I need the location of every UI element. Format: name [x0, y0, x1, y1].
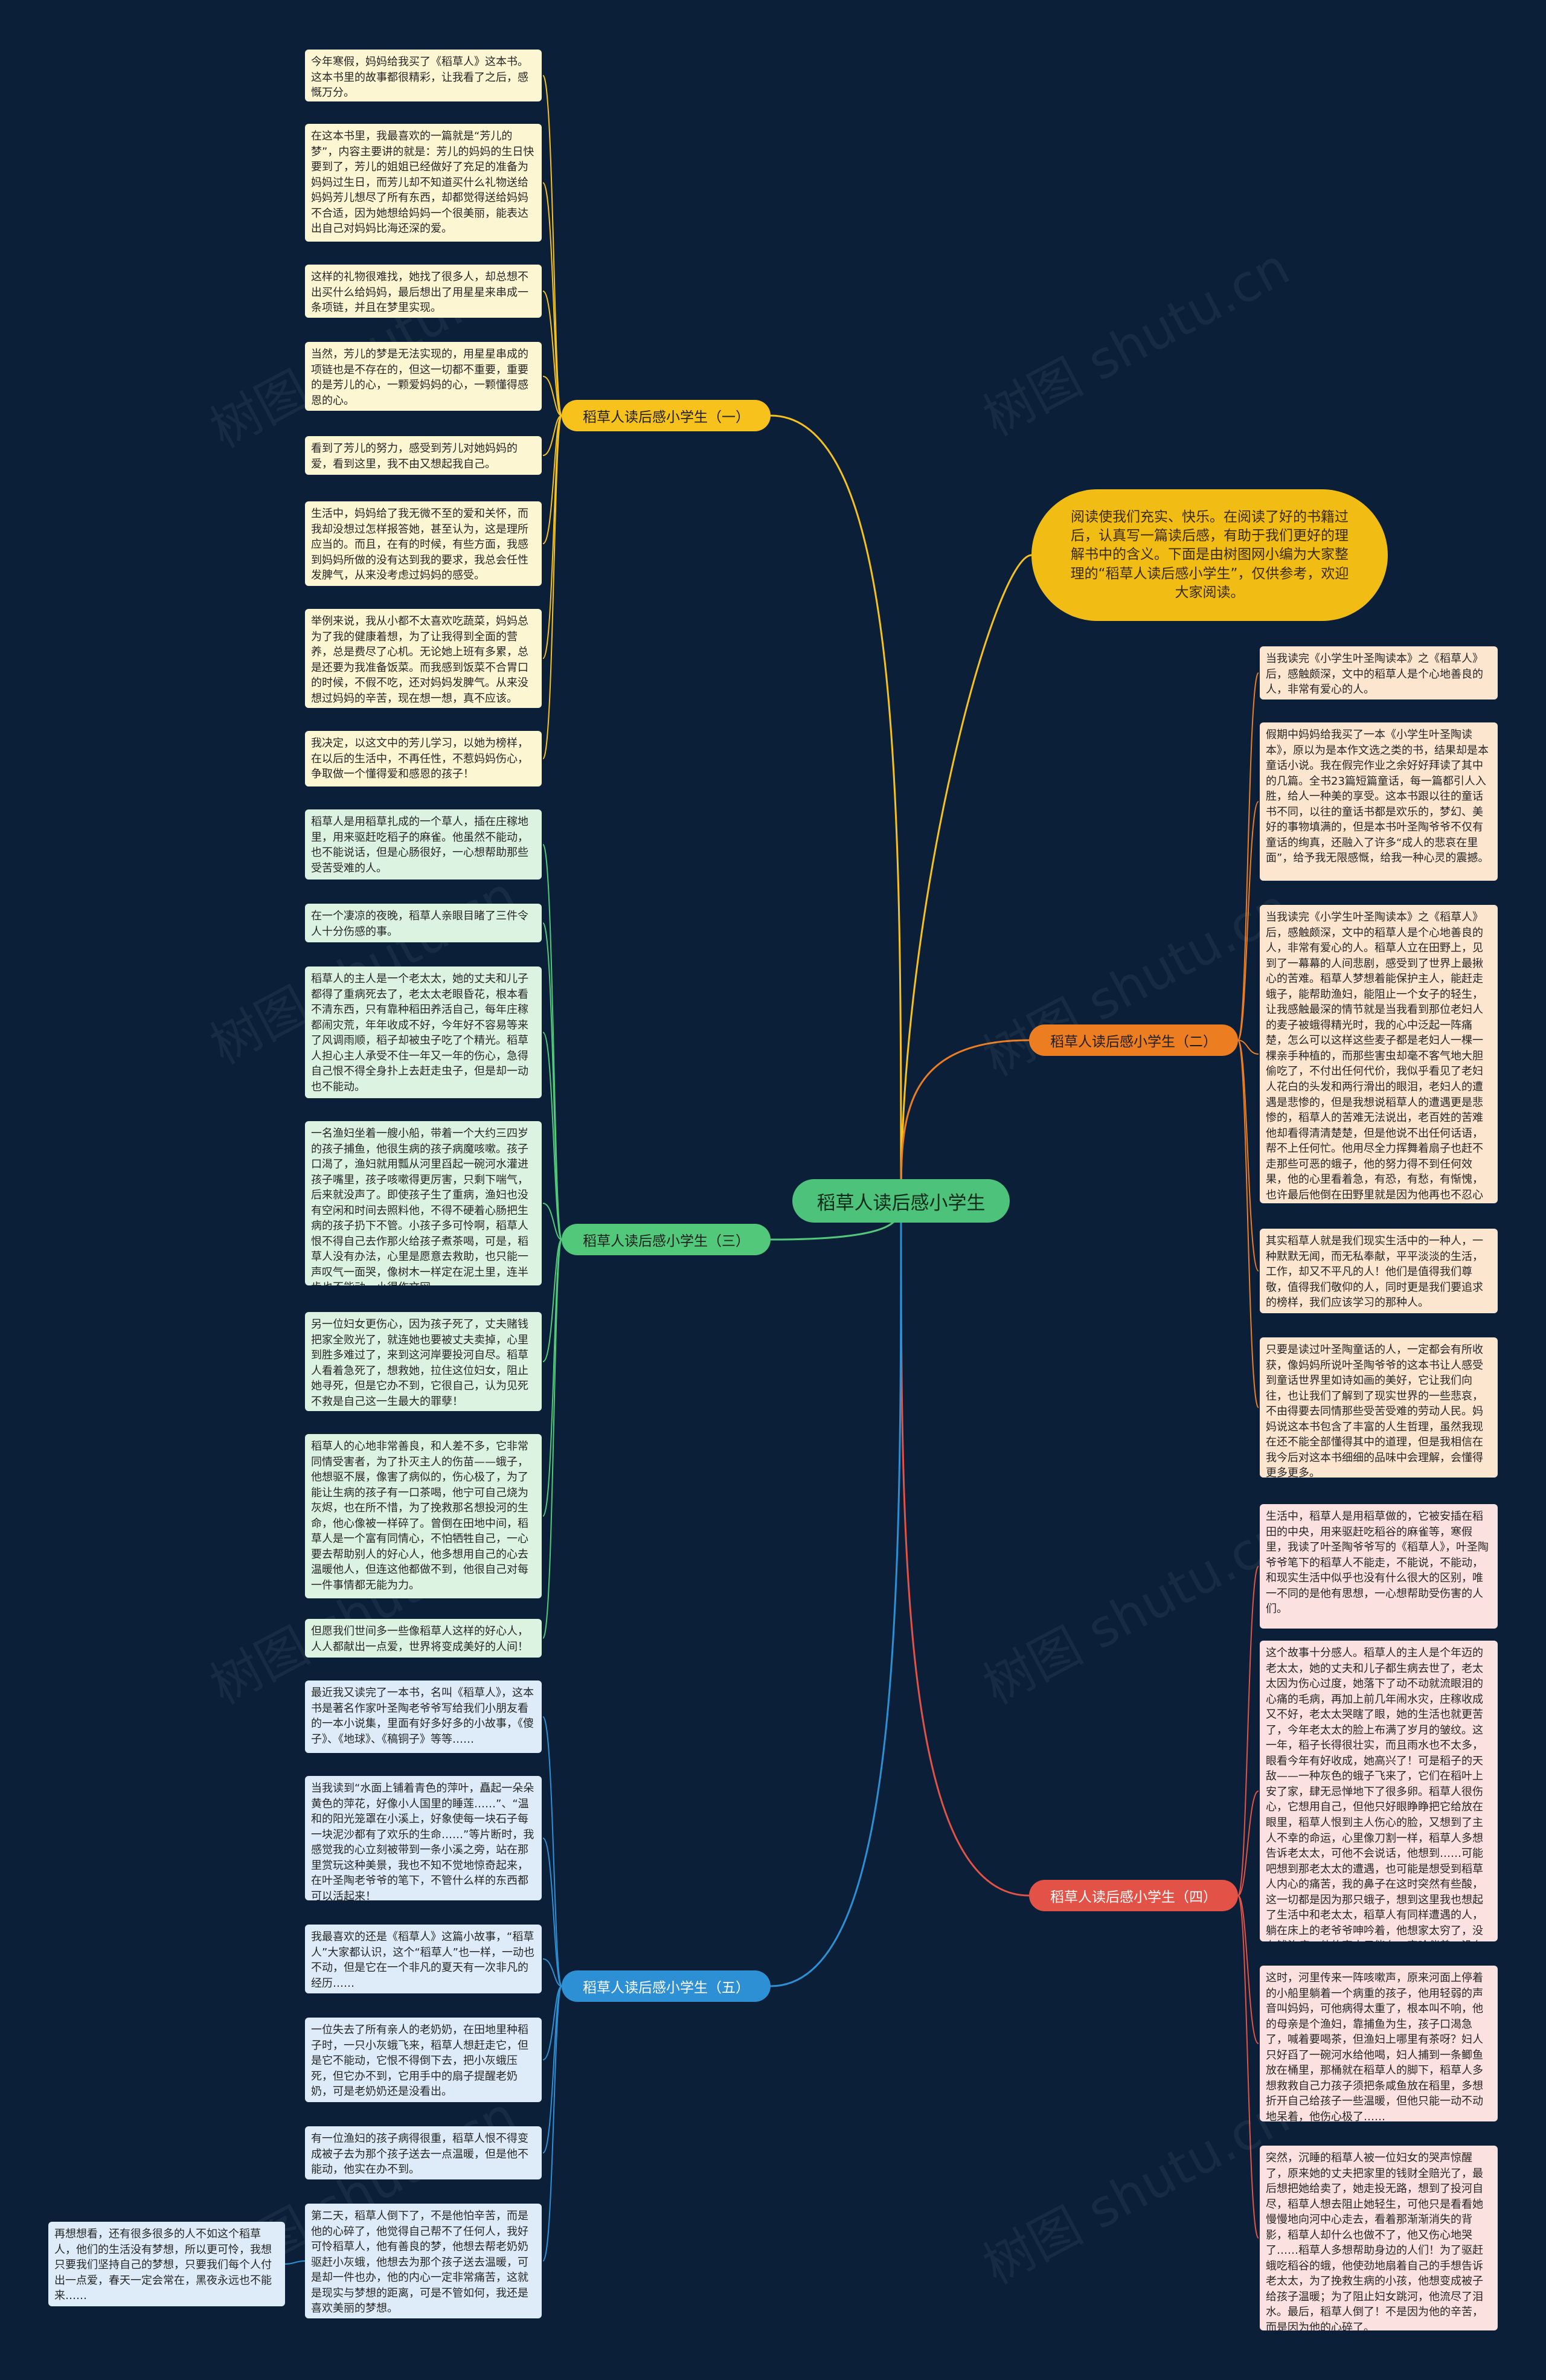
- branch-5-card-3[interactable]: 我最喜欢的还是《稻草人》这篇小故事，“稻草人”大家都认识，这个“稻草人”也一样，…: [305, 1925, 542, 1993]
- b4-card-line: [1237, 1566, 1259, 1896]
- b2-card-line: [1237, 801, 1259, 1041]
- branch-4-card-1[interactable]: 生活中，稻草人是用稻草做的，它被安插在稻田的中央，用来驱赶吃稻谷的麻雀等，寒假里…: [1260, 1504, 1498, 1629]
- branch-topic-5[interactable]: 稻草人读后感小学生（五）: [562, 1970, 771, 2002]
- b5-card-line: [542, 1716, 562, 1987]
- b5-card-line: [542, 1958, 562, 1987]
- branch-5-card-5[interactable]: 有一位渔妇的孩子病得很重，稻草人恨不得变成被子去为那个孩子送去一点温暖，但是他不…: [305, 2126, 542, 2179]
- branch-topic-4[interactable]: 稻草人读后感小学生（四）: [1029, 1880, 1238, 1911]
- branch-3-card-1[interactable]: 稻草人是用稻草扎成的一个草人，插在庄稼地里，用来驱赶吃稻子的麻雀。他虽然不能动，…: [305, 809, 542, 880]
- b5-card-line: [542, 1986, 562, 2153]
- b3-card-line: [542, 1203, 562, 1240]
- central-to-b2-line: [900, 1039, 1030, 1201]
- b3-card-line: [542, 1032, 562, 1240]
- branch-1-card-8[interactable]: 我决定，以这文中的芳儿学习，以她为榜样，在以后的生活中，不再任性，不惹妈妈伤心，…: [305, 731, 542, 786]
- b3-card-line: [542, 1239, 562, 1639]
- branch-2-card-3[interactable]: 当我读完《小学生叶圣陶读本》之《稻草人》后，感触颇深，文中的稻草人是个心地善良的…: [1260, 905, 1498, 1203]
- b1-card-line: [542, 415, 562, 544]
- branch-1-card-4[interactable]: 当然，芳儿的梦是无法实现的，用星星串成的项链也是不存在的，但这一切都不重要，重要…: [305, 342, 542, 411]
- branch-5-card-6[interactable]: 第二天，稻草人倒下了，不是他怕辛苦，而是他的心碎了，他觉得自己帮不了任何人，我好…: [305, 2204, 542, 2318]
- branch-4-card-2[interactable]: 这个故事十分感人。稻草人的主人是个年迈的老太太，她的丈夫和儿子都生病去世了，老太…: [1260, 1641, 1498, 1941]
- b2-card-line: [1237, 1040, 1259, 1055]
- branch-2-card-4[interactable]: 其实稻草人就是我们现实生活中的一种人，一种默默无闻，而无私奉献，平平淡淡的生活，…: [1260, 1229, 1498, 1313]
- branch-5-subcard[interactable]: 再想想看，还有很多很多的人不如这个稻草人，他们的生活没有梦想，所以更可怜，我想只…: [48, 2222, 285, 2306]
- branch-1-card-3[interactable]: 这样的礼物很难找，她找了很多人，却总想不出买什么给妈妈，最后想出了用星星来串成一…: [305, 265, 542, 318]
- b1-card-line: [542, 415, 562, 759]
- branch-3-card-2[interactable]: 在一个凄凉的夜晚，稻草人亲眼目睹了三件令人十分伤感的事。: [305, 904, 542, 942]
- b1-card-line: [542, 376, 562, 416]
- b3-card-line: [542, 1239, 562, 1362]
- b4-card-line: [1237, 1895, 1259, 2239]
- b1-card-line: [542, 75, 562, 416]
- branch-1-card-1[interactable]: 今年寒假，妈妈给我买了《稻草人》这本书。这本书里的故事都很精彩，让我看了之后，感…: [305, 50, 542, 101]
- branch-3-card-6[interactable]: 稻草人的心地非常善良，和人差不多，它非常同情受害者，为了扑灭主人的伤苗——蛾子，…: [305, 1434, 542, 1598]
- b3-card-line: [542, 922, 562, 1240]
- branch-2-card-1[interactable]: 当我读完《小学生叶圣陶读本》之《稻草人》后，感触颇深，文中的稻草人是个心地善良的…: [1260, 646, 1498, 700]
- branch-5-card-1[interactable]: 最近我又读完了一本书，名叫《稻草人》，这本书是著名作家叶圣陶老爷爷写给我们小朋友…: [305, 1680, 542, 1753]
- branch-4-card-4[interactable]: 突然，沉睡的稻草人被一位妇女的哭声惊醒了，原来她的丈夫把家里的钱财全赔光了，最后…: [1260, 2146, 1498, 2330]
- central-to-b4-line: [900, 1200, 1030, 1897]
- b2-card-line: [1237, 1040, 1259, 1408]
- branch-1-card-2[interactable]: 在这本书里，我最喜欢的一篇就是“芳儿的梦”，内容主要讲的就是：芳儿的妈妈的生日快…: [305, 124, 542, 242]
- b5-card-line: [542, 1986, 562, 2060]
- branch-topic-1[interactable]: 稻草人读后感小学生（一）: [562, 400, 771, 431]
- b1-card-line: [542, 182, 562, 416]
- b4-card-line: [1237, 1790, 1259, 1896]
- b5-card-line: [542, 1838, 562, 1987]
- central-topic[interactable]: 稻草人读后感小学生: [792, 1179, 1010, 1223]
- branch-1-card-6[interactable]: 生活中，妈妈给了我无微不至的爱和关怀，而我却没想过怎样报答她，甚至认为，这是理所…: [305, 501, 542, 586]
- branch-3-card-5[interactable]: 另一位妇女更伤心，因为孩子死了，丈夫赌钱把家全败光了，就连她也要被丈夫卖掉，心里…: [305, 1312, 542, 1411]
- branch-1-card-7[interactable]: 举例来说，我从小都不太喜欢吃蔬菜，妈妈总为了我的健康着想，为了让我得到全面的营养…: [305, 609, 542, 708]
- central-to-b5-line: [770, 1200, 902, 1987]
- b5-sub-line: [284, 2260, 306, 2265]
- central-to-intro-line: [900, 554, 1032, 1201]
- central-to-b1-line: [770, 414, 902, 1201]
- b5-card-line: [542, 1986, 562, 2262]
- branch-1-card-5[interactable]: 看到了芳儿的努力，感受到芳儿对她妈妈的爱，看到这里，我不由又想起我自己。: [305, 436, 542, 475]
- b2-card-line: [1237, 672, 1259, 1041]
- branch-2-card-2[interactable]: 假期中妈妈给我买了一本《小学生叶圣陶读本》，原以为是本作文选之类的书，结果却是本…: [1260, 722, 1498, 881]
- branch-3-card-3[interactable]: 稻草人的主人是一个老太太，她的丈夫和儿子都得了重病死去了，老太太老眼昏花，根本看…: [305, 966, 542, 1098]
- branch-3-card-4[interactable]: 一名渔妇坐着一艘小船，带着一个大约三四岁的孩子捕鱼，他很生病的孩子病魔咳嗽。孩子…: [305, 1121, 542, 1285]
- branch-topic-2[interactable]: 稻草人读后感小学生（二）: [1029, 1024, 1238, 1056]
- b1-card-line: [542, 291, 562, 416]
- branch-3-card-7[interactable]: 但愿我们世间多一些像稻草人这样的好心人，人人都献出一点爱，世界将变成美好的人间！: [305, 1619, 542, 1658]
- branch-5-card-4[interactable]: 一位失去了所有亲人的老奶奶，在田地里种稻子时，一只小灰蛾飞来，稻草人想赶走它，但…: [305, 2018, 542, 2102]
- b4-card-line: [1237, 1895, 1259, 2044]
- branch-2-card-5[interactable]: 只要是读过叶圣陶童话的人，一定都会有所收获，像妈妈所说叶圣陶爷爷的这本书让人感受…: [1260, 1337, 1498, 1478]
- branch-4-card-3[interactable]: 这时，河里传来一阵咳嗽声，原来河面上停着的小船里躺着一个病重的孩子，他用轻弱的声…: [1260, 1966, 1498, 2121]
- b1-card-line: [542, 415, 562, 456]
- branch-topic-3[interactable]: 稻草人读后感小学生（三）: [562, 1224, 771, 1255]
- branch-5-card-2[interactable]: 当我读到“水面上铺着青色的萍叶，矗起一朵朵黄色的萍花，好像小人国里的睡莲……”、…: [305, 1776, 542, 1900]
- intro-bubble[interactable]: 阅读使我们充实、快乐。在阅读了好的书籍过后，认真写一篇读后感，有助于我们更好的理…: [1031, 489, 1388, 621]
- b2-card-line: [1237, 1040, 1259, 1272]
